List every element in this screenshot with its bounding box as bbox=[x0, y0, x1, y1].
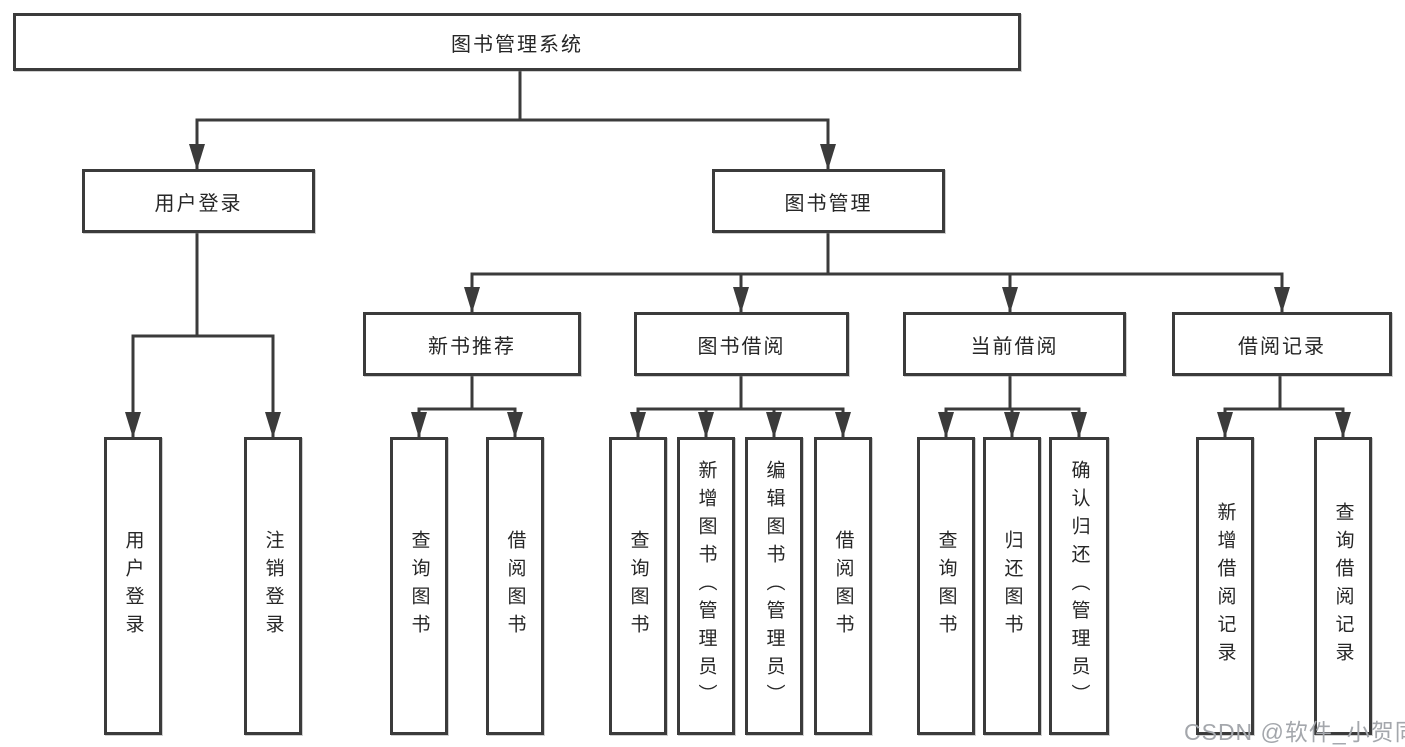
leaf-borrow-books-recommend: 借阅图书 bbox=[486, 437, 544, 735]
node-borrow-records-label: 借阅记录 bbox=[1238, 335, 1326, 358]
leaf-query-borrow-record: 查询借阅记录 bbox=[1314, 437, 1372, 735]
node-root-system: 图书管理系统 bbox=[13, 13, 1021, 71]
leaf-label: 查询图书 bbox=[627, 530, 649, 642]
leaf-label: 编辑图书（管理员） bbox=[763, 460, 785, 712]
node-book-management-branch: 图书管理 bbox=[712, 169, 945, 233]
leaf-borrow-books: 借阅图书 bbox=[814, 437, 872, 735]
node-new-book-recommend: 新书推荐 bbox=[363, 312, 581, 376]
node-book-borrow: 图书借阅 bbox=[634, 312, 849, 376]
leaf-add-books-admin: 新增图书（管理员） bbox=[677, 437, 735, 735]
node-new-book-recommend-label: 新书推荐 bbox=[428, 335, 516, 358]
leaf-add-borrow-record: 新增借阅记录 bbox=[1196, 437, 1254, 735]
leaf-return-books: 归还图书 bbox=[983, 437, 1041, 735]
leaf-label: 归还图书 bbox=[1001, 530, 1023, 642]
arrowheads bbox=[125, 144, 1351, 438]
leaf-label: 新增图书（管理员） bbox=[695, 460, 717, 712]
leaf-query-books-recommend: 查询图书 bbox=[390, 437, 448, 735]
node-current-borrow: 当前借阅 bbox=[903, 312, 1126, 376]
leaf-label: 借阅图书 bbox=[504, 530, 526, 642]
node-user-login-branch: 用户登录 bbox=[82, 169, 315, 233]
leaf-label: 查询借阅记录 bbox=[1332, 502, 1354, 670]
csdn-watermark: CSDN @软件_小贺同学 bbox=[1184, 719, 1405, 745]
leaf-logout: 注销登录 bbox=[244, 437, 302, 735]
leaf-query-books-borrow: 查询图书 bbox=[609, 437, 667, 735]
node-book-borrow-label: 图书借阅 bbox=[697, 335, 786, 358]
node-book-management-label: 图书管理 bbox=[784, 192, 873, 215]
tree-edges bbox=[131, 70, 1345, 437]
node-current-borrow-label: 当前借阅 bbox=[970, 335, 1059, 358]
node-borrow-records: 借阅记录 bbox=[1172, 312, 1392, 376]
leaf-user-login: 用户登录 bbox=[104, 437, 162, 735]
leaf-query-books-current: 查询图书 bbox=[917, 437, 975, 735]
leaf-label: 查询图书 bbox=[408, 530, 430, 642]
node-user-login-label: 用户登录 bbox=[154, 192, 243, 215]
leaf-label: 用户登录 bbox=[122, 530, 144, 642]
leaf-label: 新增借阅记录 bbox=[1214, 502, 1236, 670]
leaf-label: 借阅图书 bbox=[832, 530, 854, 642]
leaf-label: 确认归还（管理员） bbox=[1068, 460, 1090, 712]
leaf-confirm-return-admin: 确认归还（管理员） bbox=[1049, 437, 1109, 735]
leaf-label: 注销登录 bbox=[262, 530, 284, 642]
leaf-label: 查询图书 bbox=[935, 530, 957, 642]
node-root-label: 图书管理系统 bbox=[451, 33, 583, 56]
leaf-edit-books-admin: 编辑图书（管理员） bbox=[745, 437, 803, 735]
